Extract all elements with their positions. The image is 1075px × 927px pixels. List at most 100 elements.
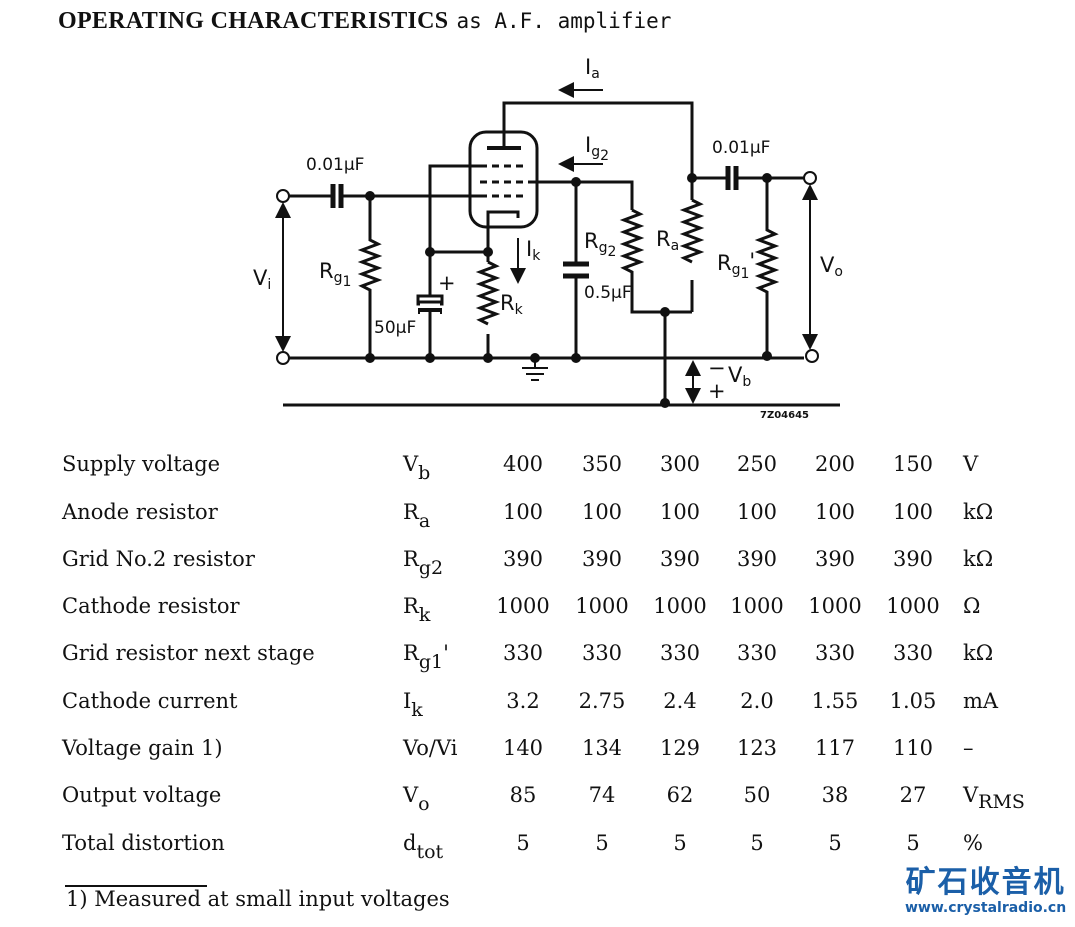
row-value: 100 — [736, 500, 778, 524]
title-bold: OPERATING CHARACTERISTICS — [58, 8, 449, 34]
input-capacitor — [330, 184, 344, 208]
row-value: 390 — [736, 547, 778, 571]
row-value: 390 — [581, 547, 623, 571]
row-label: Total distortion — [62, 831, 225, 855]
c-k-label: 50µF — [374, 318, 416, 338]
row-value: 5 — [595, 831, 609, 855]
row-value: 1.55 — [811, 689, 859, 713]
footnote-text: Measured at small input voltages — [94, 887, 450, 911]
vo-terminal-bottom — [805, 349, 819, 363]
row-value: 117 — [814, 736, 856, 760]
vo-label: Vo — [820, 253, 843, 280]
row-value: 390 — [502, 547, 544, 571]
row-value: 27 — [899, 783, 927, 807]
footnote: 1) Measured at small input voltages — [66, 887, 450, 911]
c-in-label: 0.01µF — [306, 155, 364, 175]
row-value: 1000 — [886, 594, 940, 618]
row-value: 330 — [659, 641, 701, 665]
rg1p-resistor — [754, 178, 780, 358]
table-row: Total distortion dtot 5 5 5 5 5 5% — [0, 831, 1075, 871]
row-label: Output voltage — [62, 783, 222, 807]
row-unit: % — [963, 831, 983, 855]
row-value: 50 — [743, 783, 771, 807]
screen-capacitor — [563, 261, 589, 279]
row-symbol: dtot — [403, 831, 444, 863]
output-capacitor — [725, 166, 739, 190]
rg1-resistor — [357, 196, 383, 358]
row-value: 1.05 — [889, 689, 937, 713]
title-rest: as A.F. amplifier — [456, 9, 672, 33]
row-value: 400 — [502, 452, 544, 476]
rg2-label: Rg2 — [584, 229, 616, 260]
row-label: Grid No.2 resistor — [62, 547, 255, 571]
row-value: 5 — [828, 831, 842, 855]
junction-dots — [365, 173, 772, 408]
row-value: 100 — [502, 500, 544, 524]
circuit-diagram: 0.01µF 0.01µF Vi Vo Rg1 Rg2 Rg1' Ra Rk I… — [253, 55, 843, 421]
table-row: Cathode current Ik 3.2 2.75 2.4 2.0 1.55 1.05 mA — [0, 689, 1075, 729]
row-symbol: Rk — [403, 594, 431, 626]
row-value: 1000 — [496, 594, 550, 618]
row-value: 74 — [588, 783, 616, 807]
row-unit: VRMS — [963, 783, 1025, 813]
row-unit: mA — [963, 689, 999, 713]
ra-label: Ra — [656, 227, 679, 254]
watermark-logo: 矿石收音机 www.crystalradio.cn — [905, 866, 1067, 917]
watermark-url: www.crystalradio.cn — [905, 900, 1067, 916]
row-value: 250 — [736, 452, 778, 476]
row-value: 2.75 — [578, 689, 626, 713]
row-value: 5 — [673, 831, 687, 855]
row-label: Cathode current — [62, 689, 238, 713]
row-value: 390 — [814, 547, 856, 571]
row-unit: – — [963, 736, 974, 760]
footnote-rule — [65, 885, 207, 887]
vo-terminal-top — [803, 171, 817, 185]
row-unit: kΩ — [963, 547, 994, 571]
row-symbol: Vb — [403, 452, 431, 484]
ig2-label: Ig2 — [585, 133, 609, 164]
c-g2-label: 0.5µF — [584, 283, 632, 303]
vi-label: Vi — [253, 266, 271, 293]
rk-label: Rk — [500, 291, 524, 318]
rg2-resistor — [619, 208, 692, 314]
row-value: 2.0 — [740, 689, 774, 713]
row-value: 134 — [581, 736, 623, 760]
ik-label: Ik — [526, 237, 541, 264]
rk-resistor — [475, 260, 501, 326]
row-value: 350 — [581, 452, 623, 476]
anode-wire — [502, 101, 694, 312]
row-symbol: Vo — [403, 783, 430, 815]
row-unit: V — [963, 452, 979, 476]
row-value: 200 — [814, 452, 856, 476]
row-label: Supply voltage — [62, 452, 221, 476]
row-value: 140 — [502, 736, 544, 760]
row-value: 1000 — [575, 594, 629, 618]
row-value: 100 — [892, 500, 934, 524]
c-k-plus: + — [438, 271, 456, 295]
page-title: OPERATING CHARACTERISTICS as A.F. amplifi… — [58, 8, 671, 35]
row-value: 3.2 — [506, 689, 540, 713]
row-value: 300 — [659, 452, 701, 476]
row-label: Voltage gain 1) — [62, 736, 223, 760]
row-symbol: Ik — [403, 689, 423, 721]
row-value: 5 — [750, 831, 764, 855]
row-value: 38 — [821, 783, 849, 807]
row-unit: Ω — [963, 594, 981, 618]
row-symbol: Ra — [403, 500, 431, 532]
row-value: 2.4 — [663, 689, 697, 713]
footnote-mark: 1) — [66, 887, 88, 911]
row-value: 5 — [906, 831, 920, 855]
vb-plus: + — [708, 379, 726, 403]
row-value: 5 — [516, 831, 530, 855]
row-value: 129 — [659, 736, 701, 760]
row-value: 85 — [509, 783, 537, 807]
ia-label: Ia — [585, 55, 600, 82]
row-value: 330 — [502, 641, 544, 665]
rg1-label: Rg1 — [319, 259, 351, 290]
